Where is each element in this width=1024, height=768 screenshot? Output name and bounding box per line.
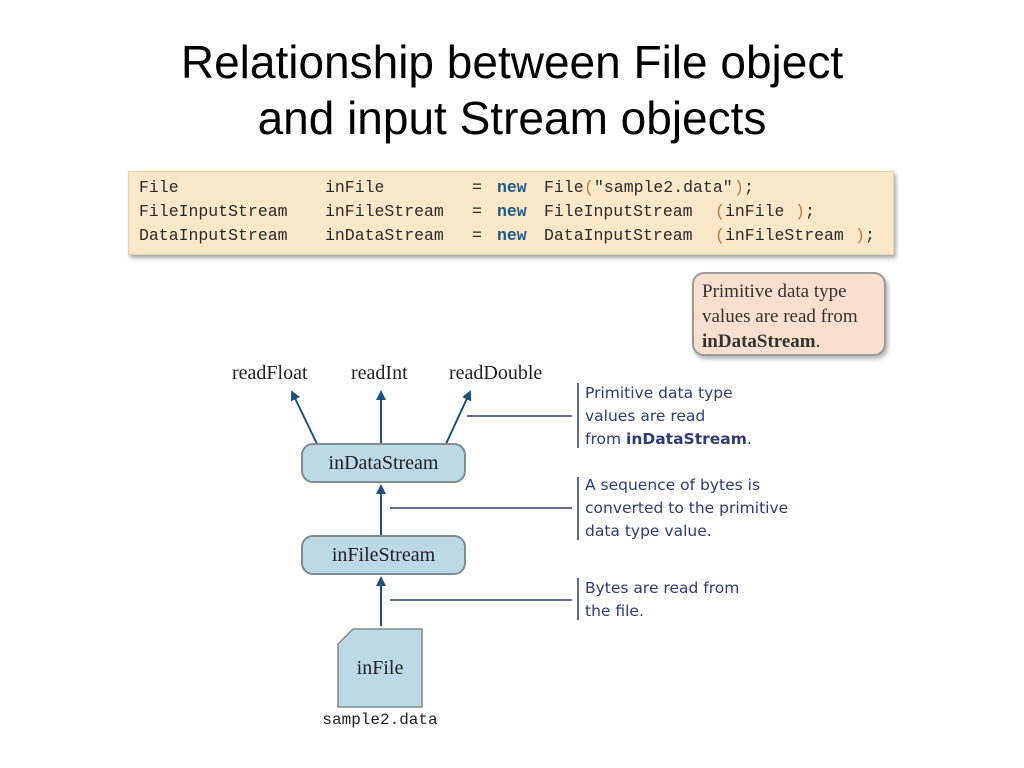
annotation-top-line-1: Primitive data type	[585, 384, 733, 402]
code-keyword: new	[497, 178, 527, 197]
note-line-1: Primitive data type	[702, 281, 847, 302]
file-name-label: sample2.data	[322, 711, 438, 729]
annotation-top-bold-term: inDataStream	[626, 430, 747, 448]
node-infilestream: inFileStream	[301, 535, 466, 575]
note-callout: Primitive data type values are read from…	[692, 272, 886, 356]
code-paren-open: (	[715, 202, 725, 221]
code-line-2: FileInputStream inFileStream = new FileI…	[139, 200, 815, 224]
code-type: File	[139, 178, 179, 197]
annotation-bottom-line-2: the file.	[585, 602, 644, 620]
code-paren-close: )	[795, 202, 805, 221]
arrow-readdouble	[444, 390, 472, 447]
note-line-3: inDataStream.	[702, 329, 876, 354]
code-eq: =	[472, 226, 482, 245]
code-semicolon: ;	[805, 202, 815, 221]
annotation-top: Primitive data type values are read from…	[585, 382, 752, 451]
note-line-2: values are read from	[702, 306, 858, 327]
code-paren-open: (	[715, 226, 725, 245]
annotation-bottom: Bytes are read from the file.	[585, 577, 739, 623]
code-keyword: new	[497, 226, 527, 245]
code-eq: =	[472, 202, 482, 221]
node-infile-label: inFile	[356, 657, 404, 679]
annotation-top-line-2: values are read	[585, 407, 706, 425]
annotation-middle-line-2: converted to the primitive	[585, 499, 789, 517]
code-arg: inFile	[725, 202, 785, 221]
code-type: FileInputStream	[139, 202, 288, 221]
code-arg: inFileStream	[725, 226, 844, 245]
node-indatastream: inDataStream	[301, 443, 466, 483]
code-semicolon: ;	[744, 178, 754, 197]
method-label-readdouble: readDouble	[449, 362, 543, 384]
title-line-1: Relationship between File object	[180, 36, 844, 88]
code-ctor: File	[544, 178, 584, 197]
code-eq: =	[472, 178, 482, 197]
code-ctor: DataInputStream	[544, 226, 693, 245]
code-ctor: FileInputStream	[544, 202, 693, 221]
code-paren-close: )	[855, 226, 865, 245]
code-type: DataInputStream	[139, 226, 288, 245]
annotation-top-suffix: .	[746, 430, 752, 448]
annotation-middle: A sequence of bytes is converted to the …	[585, 474, 788, 543]
code-line-1: File inFile = new File ( "sample2.data" …	[139, 176, 754, 200]
code-paren-open: (	[584, 178, 594, 197]
code-paren-close: )	[734, 178, 744, 197]
code-var: inFile	[325, 178, 385, 197]
code-arg: "sample2.data"	[594, 178, 733, 197]
annotation-bottom-line-1: Bytes are read from	[585, 579, 740, 597]
code-var: inDataStream	[325, 226, 444, 245]
code-semicolon: ;	[865, 226, 875, 245]
annotation-middle-line-3: data type value.	[585, 522, 712, 540]
arrow-readfloat	[290, 390, 319, 447]
page-title: Relationship between File object and inp…	[0, 34, 1024, 146]
annotation-top-prefix: from	[585, 430, 626, 448]
code-keyword: new	[497, 202, 527, 221]
code-line-3: DataInputStream inDataStream = new DataI…	[139, 224, 875, 248]
method-label-readfloat: readFloat	[232, 362, 308, 384]
code-var: inFileStream	[325, 202, 444, 221]
title-line-2: and input Stream objects	[257, 92, 767, 144]
method-label-readint: readInt	[351, 362, 408, 384]
annotation-top-line-3: from inDataStream.	[585, 428, 752, 451]
annotation-middle-line-1: A sequence of bytes is	[585, 476, 761, 494]
note-bold-term: inDataStream	[702, 331, 816, 352]
file-document-icon	[337, 628, 423, 708]
code-snippet-box: File inFile = new File ( "sample2.data" …	[128, 171, 894, 255]
note-period: .	[815, 331, 821, 352]
